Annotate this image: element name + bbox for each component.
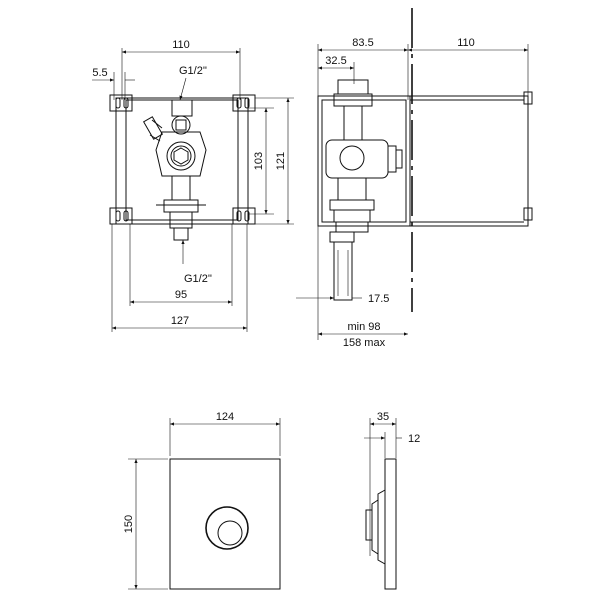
- plate-side-view: 35 12: [364, 411, 420, 590]
- mounting-frame: [115, 97, 249, 225]
- valve-body-front: [142, 99, 207, 241]
- front-offset-label: 5.5: [92, 67, 107, 79]
- frame-inner: [125, 99, 239, 221]
- body-depth-label: 83.5: [352, 37, 373, 49]
- plate-front-view: 124 150: [123, 411, 281, 590]
- plate-side: [384, 458, 397, 590]
- plate-width-label: 124: [216, 411, 234, 423]
- flush-button-outer: [205, 506, 249, 550]
- pipe-offset-label: 32.5: [325, 55, 346, 67]
- pipe-stub-label: 17.5: [368, 293, 389, 305]
- plate-thickness-label: 12: [408, 433, 420, 445]
- min-depth-label: min 98: [347, 321, 380, 333]
- front-view: 110 5.5 G1/2'': [92, 39, 294, 332]
- frame-tabs: [109, 94, 256, 225]
- thread-bottom-label: G1/2'': [184, 273, 212, 285]
- plate-height-label: 150: [123, 515, 135, 533]
- plate-front: [169, 458, 281, 590]
- side-plate-box: [409, 95, 529, 227]
- valve-body-side: [325, 79, 403, 301]
- width-outer-label: 127: [171, 315, 189, 327]
- flush-button-inner: [217, 520, 243, 546]
- width-inner-label: 95: [175, 289, 187, 301]
- height-inner-label: 103: [253, 152, 265, 170]
- plate-depth-label: 35: [377, 411, 389, 423]
- plate-width-side-label: 110: [457, 37, 475, 49]
- height-outer-label: 121: [275, 152, 287, 170]
- max-depth-label: 158 max: [343, 337, 386, 349]
- side-view: 83.5 110 32.5: [296, 8, 533, 349]
- thread-top-label: G1/2'': [179, 65, 207, 77]
- button-housing-side: [377, 489, 386, 565]
- front-width-label: 110: [172, 39, 190, 51]
